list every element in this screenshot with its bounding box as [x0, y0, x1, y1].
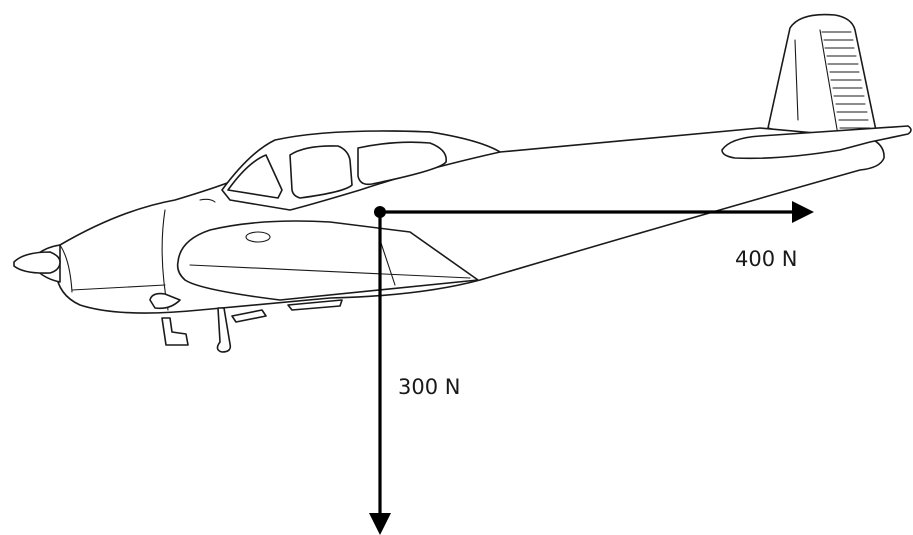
step [287, 299, 343, 311]
window-rear [357, 141, 447, 186]
horizontal-stabilizer [721, 125, 912, 160]
fuel-cap [245, 231, 271, 243]
force-vectors: 400 N 300 N [369, 201, 814, 535]
gear-fairing [231, 309, 267, 323]
airplane [13, 13, 912, 353]
exhaust [149, 292, 181, 310]
vertical-force-label: 300 N [398, 375, 460, 399]
window-front [227, 154, 283, 199]
window-middle [289, 145, 353, 199]
propeller-blade [13, 251, 61, 274]
rudder-stripes [794, 29, 871, 136]
horizontal-arrowhead [792, 201, 814, 223]
wing [176, 220, 479, 301]
horizontal-force-label: 400 N [735, 247, 797, 271]
nose-gear [161, 317, 189, 346]
main-gear [216, 307, 232, 353]
vertical-arrowhead [369, 513, 391, 535]
